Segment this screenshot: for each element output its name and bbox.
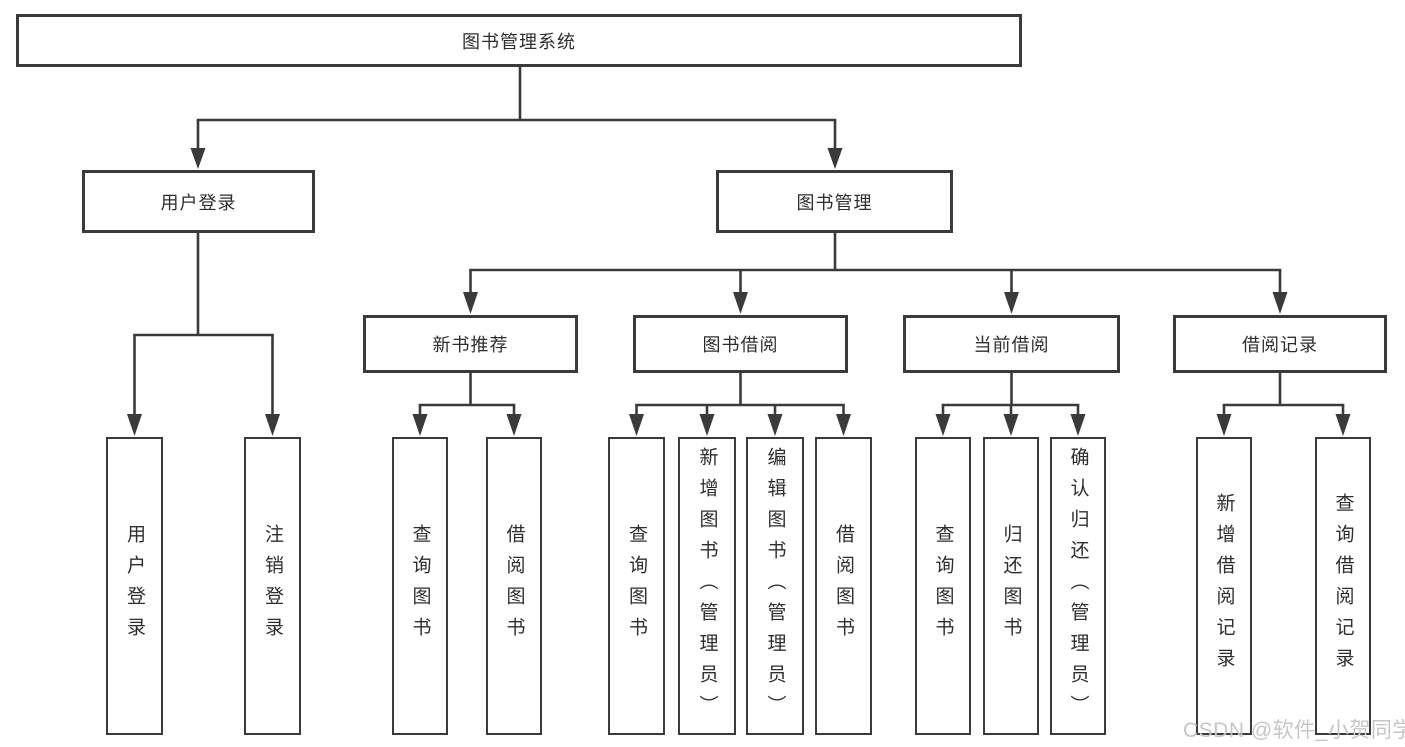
leaf-query-books-recommend-label: 查询图书 — [409, 524, 431, 648]
leaf-query-books-recommend: 查询图书 — [392, 437, 448, 735]
leaf-query-books-borrowing-label: 查询图书 — [626, 524, 647, 648]
leaf-query-books-current: 查询图书 — [915, 437, 971, 735]
node-borrowing-records: 借阅记录 — [1173, 315, 1387, 373]
leaf-logout: 注销登录 — [244, 437, 301, 735]
node-book-management-label: 图书管理 — [796, 192, 873, 213]
node-user-login-label: 用户登录 — [160, 192, 237, 213]
node-new-book-recommendation: 新书推荐 — [363, 315, 578, 373]
node-book-borrowing-label: 图书借阅 — [702, 335, 779, 355]
leaf-add-borrow-record: 新增借阅记录 — [1196, 437, 1252, 735]
leaf-edit-book-admin: 编辑图书（管理员） — [746, 437, 804, 735]
leaf-return-books-label: 归还图书 — [1000, 524, 1022, 648]
leaf-user-login: 用户登录 — [106, 437, 163, 735]
leaf-edit-book-admin-label: 编辑图书（管理员） — [764, 446, 786, 726]
leaf-user-login-label: 用户登录 — [124, 524, 145, 648]
leaf-borrow-books-borrowing-label: 借阅图书 — [833, 524, 854, 648]
leaf-borrow-books-recommend: 借阅图书 — [486, 437, 542, 735]
node-book-borrowing: 图书借阅 — [633, 315, 848, 373]
leaf-borrow-books-borrowing: 借阅图书 — [815, 437, 872, 735]
watermark: CSDN @软件_小贺同学 — [1183, 719, 1405, 742]
node-current-borrowing-label: 当前借阅 — [973, 335, 1050, 355]
leaf-query-books-borrowing: 查询图书 — [608, 437, 665, 735]
node-book-management: 图书管理 — [716, 170, 953, 233]
leaf-add-book-admin: 新增图书（管理员） — [678, 437, 736, 735]
node-user-login: 用户登录 — [82, 170, 315, 233]
node-borrowing-records-label: 借阅记录 — [1242, 335, 1318, 355]
leaf-query-books-current-label: 查询图书 — [932, 524, 954, 648]
leaf-confirm-return-admin-label: 确认归还（管理员） — [1067, 446, 1089, 726]
node-root-label: 图书管理系统 — [462, 31, 576, 52]
leaf-borrow-books-recommend-label: 借阅图书 — [503, 524, 525, 648]
leaf-return-books: 归还图书 — [983, 437, 1039, 735]
leaf-logout-label: 注销登录 — [262, 524, 283, 648]
leaf-query-borrow-record-label: 查询借阅记录 — [1332, 493, 1354, 679]
leaf-add-book-admin-label: 新增图书（管理员） — [696, 446, 718, 726]
node-current-borrowing: 当前借阅 — [903, 315, 1120, 373]
node-root: 图书管理系统 — [16, 14, 1022, 67]
node-new-book-recommendation-label: 新书推荐 — [432, 335, 509, 355]
leaf-confirm-return-admin: 确认归还（管理员） — [1050, 437, 1106, 735]
leaf-query-borrow-record: 查询借阅记录 — [1315, 437, 1371, 735]
leaf-add-borrow-record-label: 新增借阅记录 — [1213, 493, 1235, 679]
